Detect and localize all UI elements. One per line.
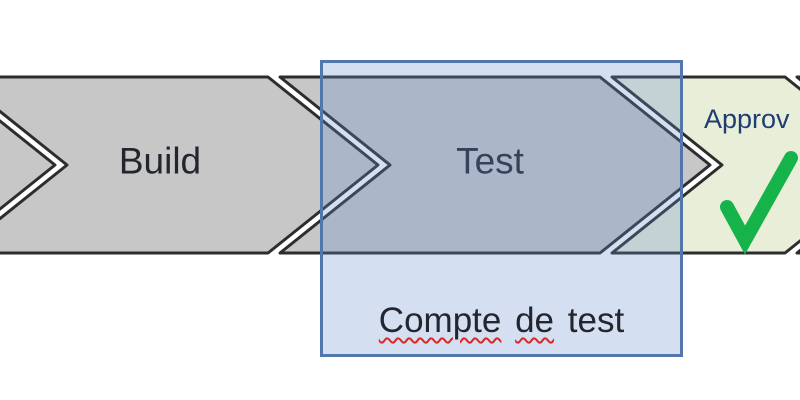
- callout-text: Compte de test: [323, 300, 680, 342]
- chevron-test-stage: [278, 75, 712, 255]
- callout-word-test: test: [567, 301, 625, 340]
- chevron-build-stage: [0, 75, 380, 255]
- chevron-approval-stage: [610, 75, 800, 255]
- checkmark-icon: [720, 151, 798, 255]
- stage-label-test: Test: [456, 140, 524, 182]
- stage-label-approval: Approv: [704, 104, 790, 134]
- callout-word-compte: Compte: [378, 301, 502, 340]
- callout-box: Compte de test: [320, 60, 683, 357]
- stage-label-build: Build: [118, 140, 202, 182]
- callout-word-de: de: [515, 301, 555, 340]
- chevron-previous-stage: [0, 119, 57, 211]
